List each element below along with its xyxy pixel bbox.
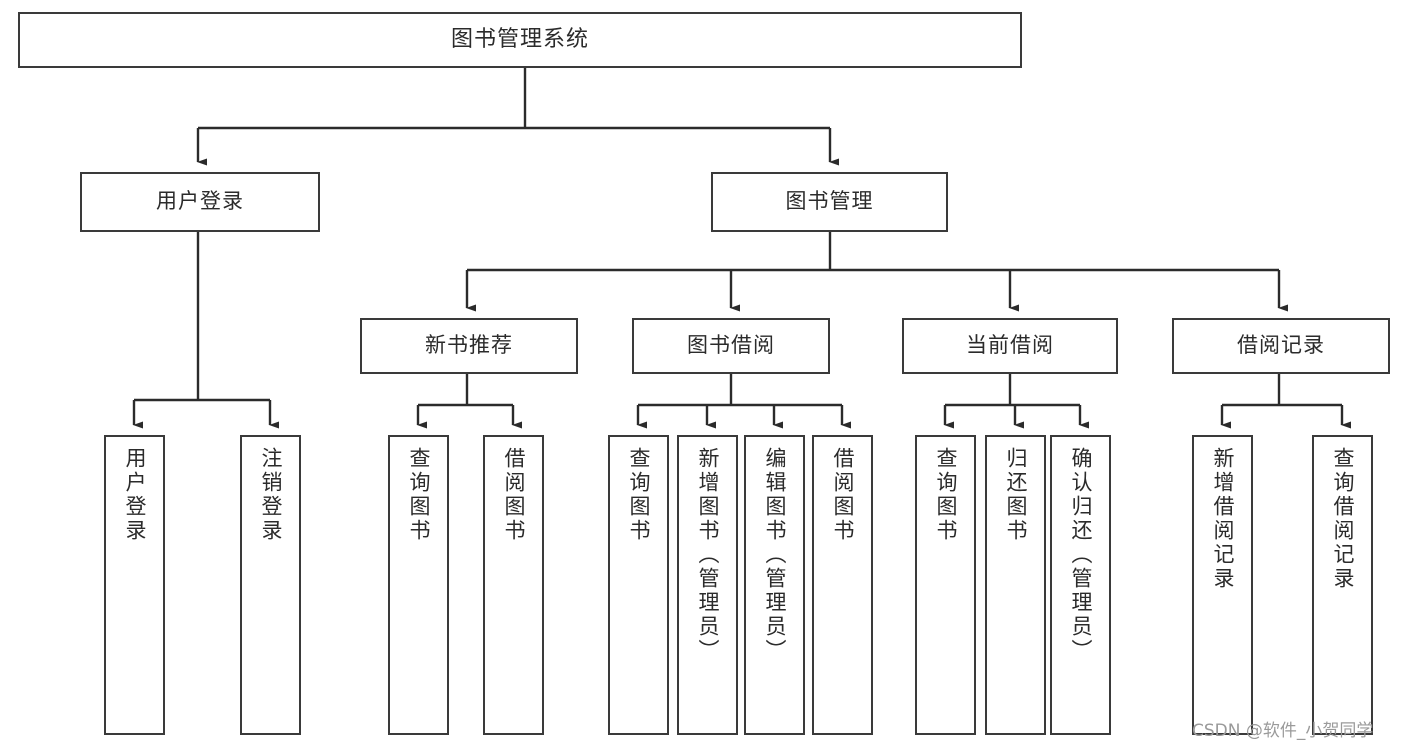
node-leaf-return-book-label: 归还图书 [1004,447,1028,543]
node-borrow-record-label: 借阅记录 [1237,333,1325,358]
node-leaf-user-logout-label: 注销登录 [259,447,283,543]
node-root-label: 图书管理系统 [450,26,589,52]
node-book-borrow-label: 图书借阅 [687,333,775,358]
node-leaf-confirm-return-label: 确认归还（管理员） [1069,447,1093,663]
node-leaf-confirm-return[interactable]: 确认归还（管理员） [1050,435,1111,735]
node-book-manage[interactable]: 图书管理 [711,172,948,232]
node-leaf-user-login[interactable]: 用户登录 [104,435,165,735]
node-current-borrow-label: 当前借阅 [966,333,1054,358]
node-leaf-add-record-label: 新增借阅记录 [1211,447,1235,591]
node-leaf-edit-book[interactable]: 编辑图书（管理员） [744,435,805,735]
node-leaf-query-book-3-label: 查询图书 [934,447,958,543]
node-leaf-edit-book-label: 编辑图书（管理员） [763,447,787,663]
node-leaf-query-book-2-label: 查询图书 [627,447,651,543]
node-leaf-add-book[interactable]: 新增图书（管理员） [677,435,738,735]
node-current-borrow[interactable]: 当前借阅 [902,318,1118,374]
node-root[interactable]: 图书管理系统 [18,12,1022,68]
node-leaf-add-record[interactable]: 新增借阅记录 [1192,435,1253,735]
node-new-book-recommend-label: 新书推荐 [425,333,513,358]
node-borrow-record[interactable]: 借阅记录 [1172,318,1390,374]
node-leaf-query-book-1[interactable]: 查询图书 [388,435,449,735]
watermark-text: CSDN @软件_小贺同学 [1192,721,1374,741]
node-leaf-borrow-book-1[interactable]: 借阅图书 [483,435,544,735]
node-leaf-query-book-3[interactable]: 查询图书 [915,435,976,735]
node-leaf-query-book-2[interactable]: 查询图书 [608,435,669,735]
node-leaf-query-book-1-label: 查询图书 [407,447,431,543]
node-leaf-user-logout[interactable]: 注销登录 [240,435,301,735]
node-new-book-recommend[interactable]: 新书推荐 [360,318,578,374]
node-leaf-return-book[interactable]: 归还图书 [985,435,1046,735]
node-leaf-add-book-label: 新增图书（管理员） [696,447,720,663]
node-leaf-borrow-book-2[interactable]: 借阅图书 [812,435,873,735]
node-leaf-query-record[interactable]: 查询借阅记录 [1312,435,1373,735]
node-book-manage-label: 图书管理 [785,189,874,214]
node-book-borrow[interactable]: 图书借阅 [632,318,830,374]
node-user-login-label: 用户登录 [156,189,244,214]
node-leaf-borrow-book-2-label: 借阅图书 [831,447,855,543]
node-leaf-query-record-label: 查询借阅记录 [1331,447,1355,591]
node-leaf-user-login-label: 用户登录 [123,447,147,543]
node-leaf-borrow-book-1-label: 借阅图书 [502,447,526,543]
node-user-login[interactable]: 用户登录 [80,172,320,232]
